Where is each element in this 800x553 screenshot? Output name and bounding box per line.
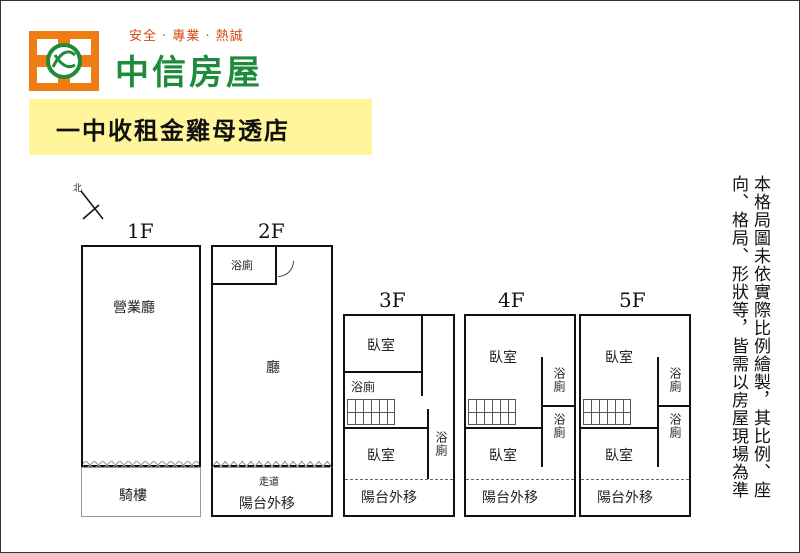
room-living: 廳 — [266, 360, 280, 376]
disclaimer-line-1: 本格局圖未依實際比例繪製，其比例、座 — [750, 175, 770, 499]
store-name: 一中收租金雞母透店 — [56, 117, 290, 145]
staircase — [468, 399, 516, 425]
room-balcony: 陽台外移 — [361, 490, 417, 506]
arcade-boundary — [83, 461, 199, 467]
plan-1f — [81, 245, 201, 467]
staircase — [347, 399, 395, 425]
room-corridor: 走道 — [259, 477, 279, 488]
room-bedroom: 臥室 — [605, 448, 633, 464]
room-bathroom: 浴廁 — [668, 367, 682, 393]
north-arrow-icon — [80, 190, 104, 220]
logo-emblem-icon — [29, 31, 99, 91]
floor-label-5f: 5F — [619, 288, 646, 312]
room-arcade: 騎樓 — [119, 488, 147, 504]
plan-1f-arcade — [81, 467, 201, 517]
staircase — [583, 399, 631, 425]
company-tagline: 安全 · 專業 · 熱誠 — [129, 29, 244, 44]
floor-label-4f: 4F — [498, 288, 525, 312]
room-balcony: 陽台外移 — [597, 490, 653, 506]
floor-label-3f: 3F — [379, 288, 406, 312]
company-logo — [29, 31, 99, 91]
room-bedroom: 臥室 — [605, 350, 633, 366]
disclaimer-line-2: 向、格局、形狀等，皆需以房屋現場為準 — [728, 175, 748, 499]
store-banner — [29, 99, 372, 155]
floor-label-1f: 1F — [127, 219, 154, 243]
room-bathroom: 浴廁 — [552, 413, 566, 439]
company-name: 中信房屋 — [115, 53, 263, 93]
room-bedroom: 臥室 — [367, 338, 395, 354]
room-bathroom: 浴廁 — [668, 413, 682, 439]
room-bathroom: 浴廁 — [434, 431, 448, 457]
room-bedroom: 臥室 — [367, 448, 395, 464]
north-label: 北 — [73, 184, 83, 194]
room-balcony: 陽台外移 — [239, 496, 295, 512]
disclaimer-note: 本格局圖未依實際比例繪製，其比例、座 向、格局、形狀等，皆需以房屋現場為準 — [727, 175, 771, 515]
room-balcony: 陽台外移 — [482, 490, 538, 506]
floor-label-2f: 2F — [258, 219, 285, 243]
room-business-hall: 營業廳 — [113, 300, 155, 316]
room-bathroom: 浴廁 — [351, 380, 376, 394]
plan-2f — [211, 245, 333, 467]
plan-2f-balcony — [211, 467, 333, 517]
room-bedroom: 臥室 — [489, 448, 517, 464]
room-bedroom: 臥室 — [489, 350, 517, 366]
room-bathroom: 浴廁 — [231, 259, 253, 272]
room-bathroom: 浴廁 — [552, 367, 566, 393]
